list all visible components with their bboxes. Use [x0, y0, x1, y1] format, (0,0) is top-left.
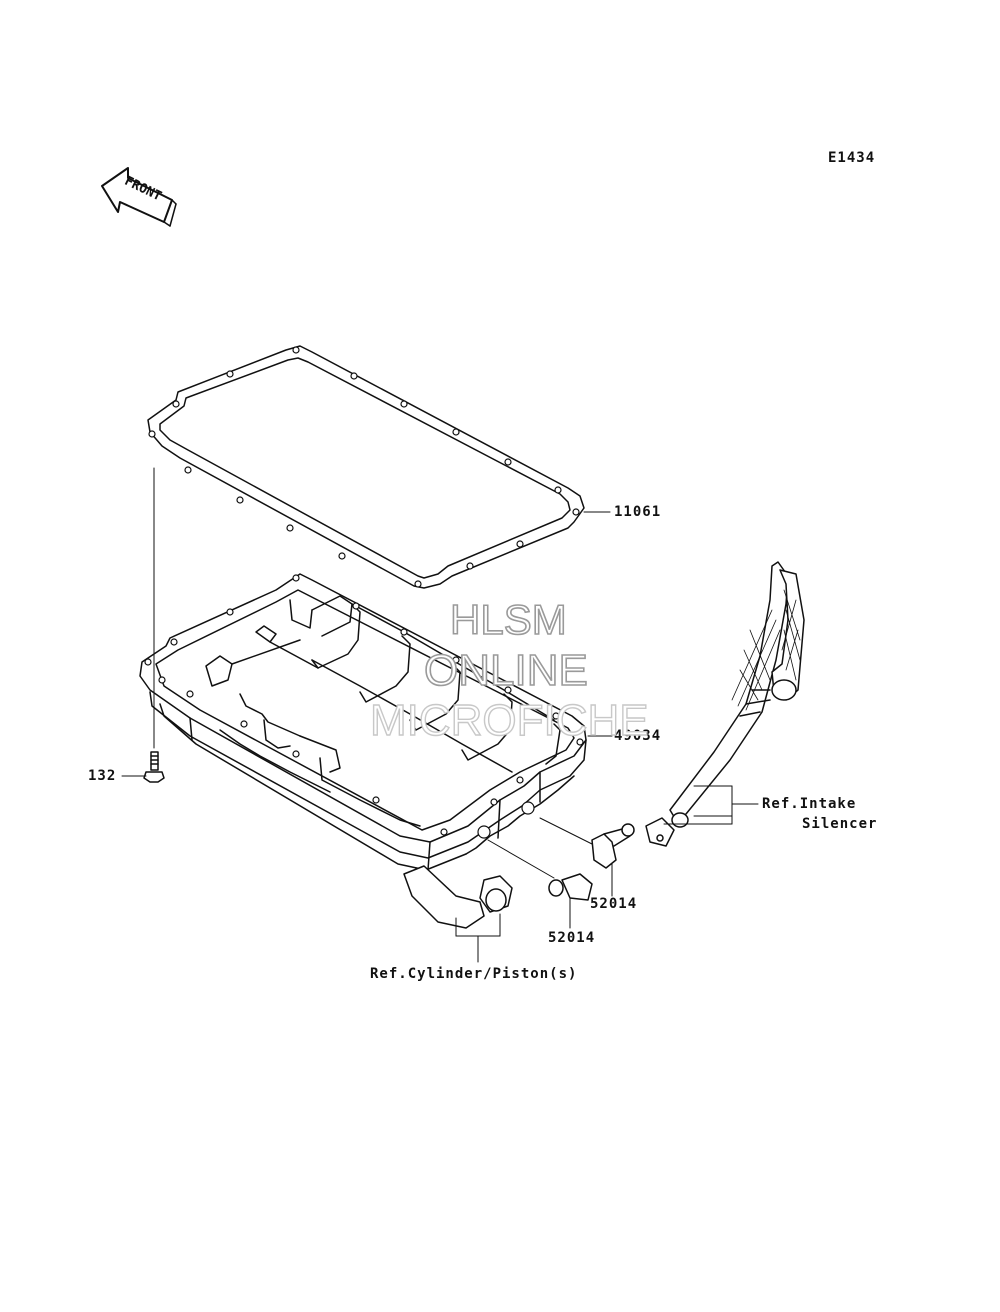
part-number-fitting-lower: 52014: [548, 930, 596, 946]
part-number-bolt: 132: [88, 768, 117, 784]
gasket-part: [147, 345, 585, 589]
ref-intake-line1: Ref.Intake: [762, 796, 857, 812]
watermark-line2: ONLINE: [423, 645, 588, 696]
part-number-gasket: 11061: [614, 504, 662, 520]
oil-pan-part: [139, 573, 587, 871]
fitting-lower-part: [487, 839, 593, 901]
diagram-code: E1434: [828, 150, 876, 166]
front-arrow-icon: FRONT: [101, 167, 177, 227]
watermark-line3: MICROFICHE: [369, 695, 649, 745]
part-number-fitting-upper: 52014: [590, 896, 638, 912]
fitting-upper-part: [539, 817, 635, 869]
ref-cylinder: Ref.Cylinder/Piston(s): [370, 966, 578, 982]
leader-lines: [121, 511, 759, 963]
part-number-oil-pan: 49034: [614, 728, 662, 744]
cylinder-hose: [403, 865, 513, 929]
bolt-part: [143, 467, 165, 783]
ref-intake-line2: Silencer: [802, 816, 878, 832]
intake-hose: [645, 561, 805, 847]
watermark-line1: HLSM: [449, 595, 567, 644]
